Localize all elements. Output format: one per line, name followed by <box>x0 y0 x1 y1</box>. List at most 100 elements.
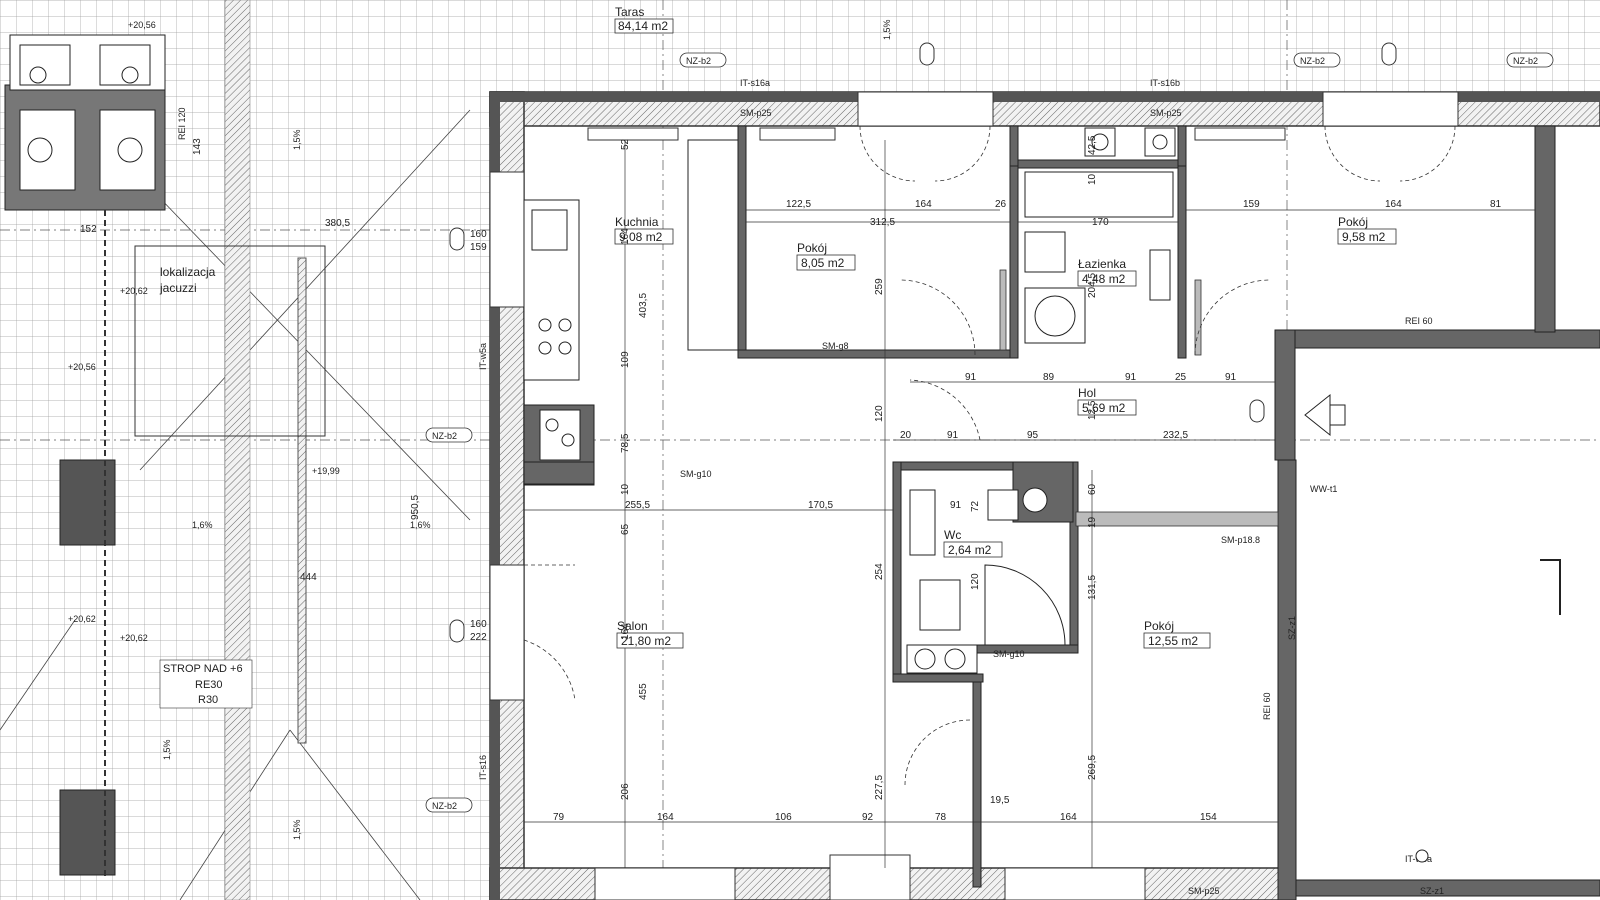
terrace-label: Taras 84,14 m2 <box>614 5 674 34</box>
elevation: +20,62 <box>120 286 148 296</box>
dim: 91 <box>965 372 977 383</box>
dim: 269,5 <box>1087 755 1098 780</box>
dim: 25 <box>1175 372 1187 383</box>
terrace-area: 84,14 m2 <box>618 19 668 33</box>
dim: 160 <box>470 619 487 630</box>
label-smp25-c: SM-p25 <box>1188 886 1220 896</box>
room-area: 8,05 m2 <box>801 256 845 270</box>
room-bedroom-3: Pokój 12,55 m2 <box>1143 619 1211 649</box>
slope-marks: 1,5% 1,5% 1,6% 1,6% 1,5% 1,5% <box>162 19 892 840</box>
dim: 26 <box>995 199 1007 210</box>
dim: 164 <box>620 623 631 640</box>
nz-tags: NZ-b2 NZ-b2 NZ-b2 NZ-b2 NZ-b2 <box>425 52 1554 813</box>
dim: 122,5 <box>786 199 811 210</box>
dim: 455 <box>638 683 649 700</box>
dim: 109 <box>620 351 631 368</box>
dim: 444 <box>300 572 317 583</box>
apartment-walls <box>489 91 1600 900</box>
room-wc: Wc 2,64 m2 <box>943 528 1003 558</box>
strop-line-2: RE30 <box>195 679 223 691</box>
slope: 1,5% <box>292 819 302 840</box>
label-rei120: REI 120 <box>177 107 187 140</box>
dim: 106 <box>775 812 792 823</box>
dim: 254 <box>874 563 885 580</box>
label-wwt1: WW-t1 <box>1310 484 1337 494</box>
label-its16b: IT-s16b <box>1150 78 1180 88</box>
dim: 65 <box>620 523 631 535</box>
dim: 159 <box>470 242 487 253</box>
room-bedroom-2: Pokój 9,58 m2 <box>1337 215 1397 245</box>
elevation: +20,56 <box>68 362 96 372</box>
terrace-posts <box>59 0 307 900</box>
room-name: Hol <box>1078 386 1096 400</box>
tag-nz-2: NZ-b2 <box>1300 56 1325 66</box>
dim: 170,5 <box>808 500 833 511</box>
elevation-marks: +20,56 +20,62 +20,62 +19,99 +20,56 +20,6… <box>68 20 340 643</box>
label-its16: IT-s16 <box>478 755 488 780</box>
dim: 255,5 <box>625 500 650 511</box>
dim: 89 <box>1043 372 1055 383</box>
dim: 120 <box>874 405 885 422</box>
dim: 164 <box>1385 199 1402 210</box>
door-swings <box>523 125 1456 786</box>
dim: 259 <box>874 278 885 295</box>
dim: 120 <box>970 573 981 590</box>
room-name: Pokój <box>1144 619 1174 633</box>
dim: 159 <box>1243 199 1260 210</box>
dim: 222 <box>470 632 487 643</box>
dim: 143 <box>192 138 203 155</box>
label-smp188: SM-p18.8 <box>1221 535 1260 545</box>
label-rei60-top: REI 60 <box>1405 316 1433 326</box>
dim: 91 <box>950 500 962 511</box>
dim: 78,5 <box>620 433 631 453</box>
dim: 91 <box>947 430 959 441</box>
dim: 170 <box>1092 217 1109 228</box>
room-bathroom: Łazienka 4,48 m2 <box>1077 257 1137 287</box>
dim: 403,5 <box>638 293 649 318</box>
dim: 42,5 <box>1087 135 1098 155</box>
dim: 312,5 <box>870 217 895 228</box>
room-bedroom-1: Pokój 8,05 m2 <box>796 241 856 271</box>
room-area: 9,58 m2 <box>1342 230 1386 244</box>
elevation: +20,62 <box>120 633 148 643</box>
dim: 131,5 <box>1087 575 1098 600</box>
room-name: Kuchnia <box>615 215 659 229</box>
dimension-lines <box>524 140 1535 868</box>
dim: 52 <box>620 138 631 150</box>
dim: 20 <box>900 430 912 441</box>
room-area: 4,48 m2 <box>1082 272 1126 286</box>
label-smp25-b: SM-p25 <box>1150 108 1182 118</box>
chimney-blocks <box>4 34 166 211</box>
label-its16a: IT-s16a <box>740 78 770 88</box>
room-labels: Kuchnia 9,08 m2 Pokój 8,05 m2 Łazienka 4… <box>614 215 1397 649</box>
dim: 19 <box>1087 516 1098 528</box>
slope: 1,6% <box>410 520 431 530</box>
room-name: Pokój <box>797 241 827 255</box>
elevation: +20,56 <box>128 20 156 30</box>
dim: 164 <box>657 812 674 823</box>
slope: 1,5% <box>292 129 302 150</box>
dim: 164 <box>620 228 631 245</box>
dim: 380,5 <box>325 218 350 229</box>
dim: 10 <box>620 483 631 495</box>
slope: 1,6% <box>192 520 213 530</box>
room-living: Salon 21,80 m2 <box>616 619 684 649</box>
dim: 19,5 <box>990 795 1010 806</box>
room-hall: Hol 5,69 m2 <box>1077 386 1137 416</box>
dim: 72 <box>970 500 981 512</box>
tag-nz-1: NZ-b2 <box>686 56 711 66</box>
dim: 91 <box>1225 372 1237 383</box>
room-area: 12,55 m2 <box>1148 634 1198 648</box>
right-markers <box>449 42 1561 863</box>
fixtures: ✱ <box>523 127 1176 674</box>
room-area: 9,08 m2 <box>619 230 663 244</box>
strop-line-1: STROP NAD +6 <box>163 663 243 675</box>
label-smg8: SM-g8 <box>822 341 849 351</box>
dimension-texts: 122,5 164 26 312,5 170 159 164 81 52 164… <box>80 135 1502 823</box>
dim: 204,5 <box>1087 273 1098 298</box>
room-name: Salon <box>617 619 648 633</box>
dim: 232,5 <box>1163 430 1188 441</box>
dim: 91 <box>1125 372 1137 383</box>
label-szz1-b: SZ-z1 <box>1420 886 1444 896</box>
